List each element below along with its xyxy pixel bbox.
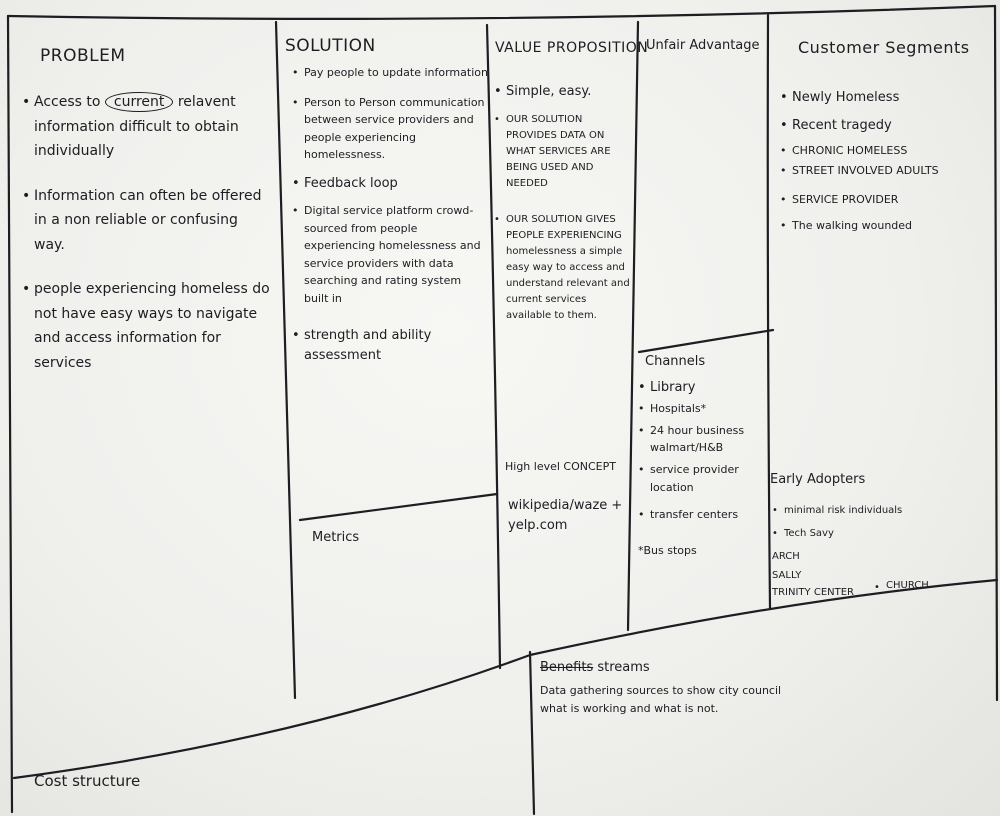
adopter-item-church: CHURCH xyxy=(874,578,929,594)
problem-item: Information can often be offered in a no… xyxy=(22,184,270,258)
early-adopters-title: Early Adopters xyxy=(770,472,866,487)
problem-item-text: relavent information difficult to obtain… xyxy=(34,94,239,159)
channel-item: 24 hour business walmart/H&B xyxy=(638,422,766,457)
circled-word: current xyxy=(104,92,174,113)
solution-title: SOLUTION xyxy=(285,36,376,56)
segment-item: STREET INVOLVED ADULTS xyxy=(780,162,990,180)
channels-title: Channels xyxy=(645,354,706,369)
problem-title: PROBLEM xyxy=(40,46,126,66)
solution-list: Pay people to update information Person … xyxy=(292,64,488,374)
adopter-item: minimal risk individuals xyxy=(772,502,932,519)
customer-segments-title: Customer Segments xyxy=(798,38,970,57)
revenue-title-rest: streams xyxy=(593,660,650,675)
segment-item: The walking wounded xyxy=(780,217,990,235)
adopter-item: Tech Savy xyxy=(772,525,932,542)
value-tagline: Simple, easy. xyxy=(494,82,630,102)
metrics-title: Metrics xyxy=(312,530,360,545)
adopter-item: CHURCH xyxy=(874,580,929,591)
channel-item: transfer centers xyxy=(638,506,766,524)
value-item: OUR SOLUTION PROVIDES DATA ON WHAT SERVI… xyxy=(494,112,630,192)
high-level-concept-text: wikipedia/waze + yelp.com xyxy=(508,498,623,534)
adopter-item: ARCH xyxy=(772,551,800,562)
unfair-advantage-title: Unfair Advantage xyxy=(646,38,760,53)
customer-segments-list: Newly Homeless Recent tragedy CHRONIC HO… xyxy=(780,88,990,243)
segment-item: SERVICE PROVIDER xyxy=(780,191,990,209)
cost-structure-title: Cost structure xyxy=(34,772,141,790)
early-adopters-list: minimal risk individuals Tech Savy ARCH … xyxy=(772,502,932,609)
value-item: OUR SOLUTION GIVES PEOPLE EXPERIENCING h… xyxy=(494,212,630,324)
channel-item: Library xyxy=(638,378,766,398)
adopter-item: TRINITY CENTER xyxy=(772,587,854,598)
problem-item: people experiencing homeless do not have… xyxy=(22,277,270,375)
revenue-streams-title: Benefits streams xyxy=(540,658,650,678)
value-proposition-list: Simple, easy. OUR SOLUTION PROVIDES DATA… xyxy=(494,82,630,332)
channels-list: Library Hospitals* 24 hour business walm… xyxy=(638,378,766,567)
solution-item: strength and ability assessment xyxy=(292,326,488,366)
solution-item: Pay people to update information xyxy=(292,64,488,82)
adopter-item: SALLY xyxy=(772,570,802,581)
struck-title-word: Benefits xyxy=(540,660,594,675)
solution-item: Feedback loop xyxy=(292,174,488,194)
high-level-concept-title: High level CONCEPT xyxy=(505,460,616,473)
problem-list: Access to current relavent information d… xyxy=(22,90,270,395)
channel-item: service provider location xyxy=(638,461,766,496)
channel-item: *Bus stops xyxy=(638,543,697,557)
revenue-streams-text: Data gathering sources to show city coun… xyxy=(540,684,782,715)
solution-item: Digital service platform crowd-sourced f… xyxy=(292,202,488,308)
solution-item: Person to Person communication between s… xyxy=(292,94,488,164)
segment-item: Newly Homeless xyxy=(780,88,990,108)
problem-item: Access to current relavent information d… xyxy=(22,90,270,164)
segment-item: CHRONIC HOMELESS xyxy=(780,142,990,160)
value-proposition-title: VALUE PROPOSITION xyxy=(495,40,649,56)
channel-item: Hospitals* xyxy=(638,400,766,418)
segment-item: Recent tragedy xyxy=(780,116,990,136)
problem-item-text: Access to xyxy=(34,94,105,110)
